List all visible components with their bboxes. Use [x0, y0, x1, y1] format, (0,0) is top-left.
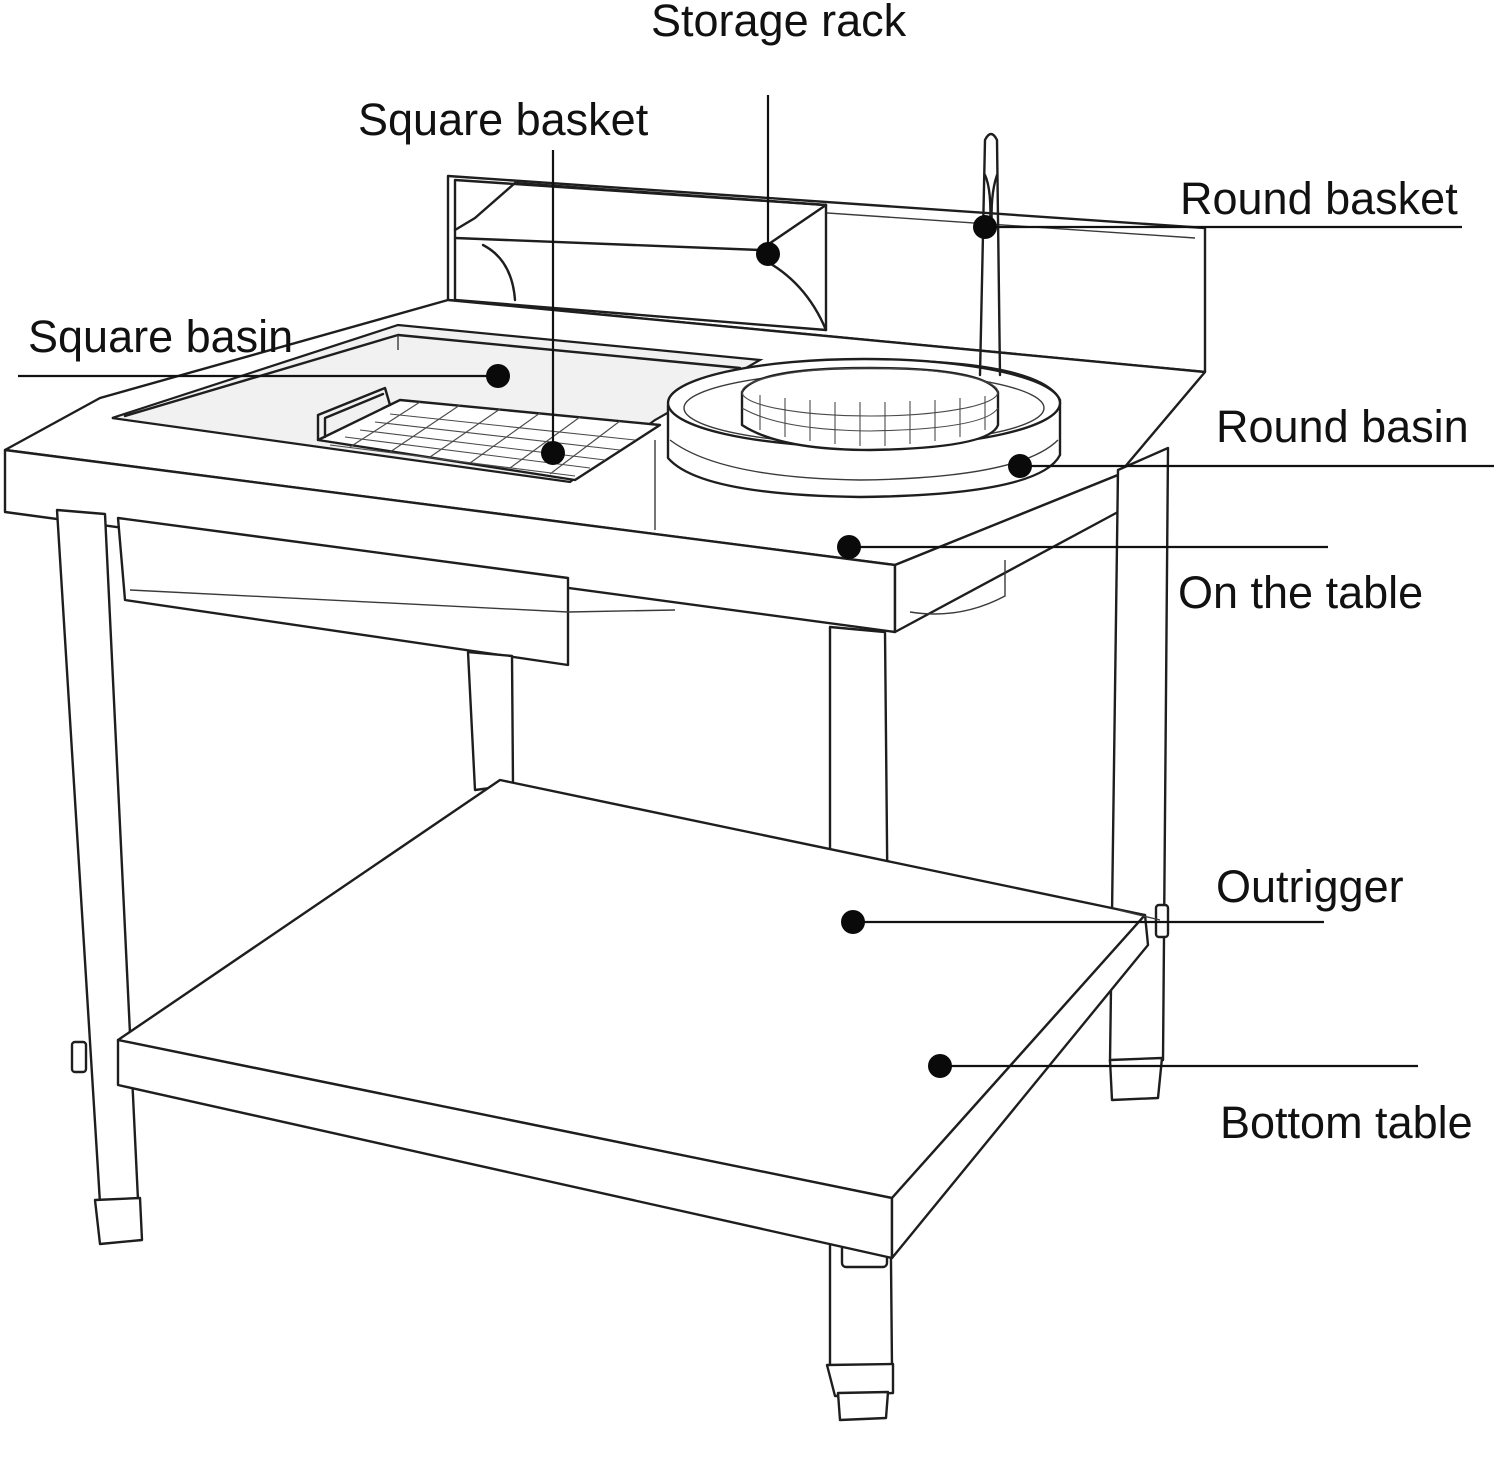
marker-on-the-table: [837, 535, 861, 559]
label-on-the-table: On the table: [1178, 567, 1423, 618]
label-storage-rack: Storage rack: [651, 0, 907, 46]
under-apron: [116, 516, 1006, 667]
label-round-basin: Round basin: [1216, 401, 1469, 452]
marker-round-basin: [1008, 454, 1032, 478]
marker-square-basin: [486, 364, 510, 388]
marker-outrigger: [841, 910, 865, 934]
callouts: [18, 95, 1494, 1078]
square-basket: [316, 386, 662, 482]
label-round-basket: Round basket: [1180, 173, 1458, 224]
marker-storage-rack: [756, 242, 780, 266]
marker-square-basket: [541, 441, 565, 465]
labels: Storage rack Square basket Round basket …: [28, 0, 1473, 1148]
label-outrigger: Outrigger: [1216, 861, 1404, 912]
label-bottom-table: Bottom table: [1220, 1097, 1473, 1148]
round-basket: [740, 132, 1002, 452]
label-square-basin: Square basin: [28, 311, 293, 362]
bottom-shelf: [116, 778, 1161, 1260]
marker-bottom-table: [928, 1054, 952, 1078]
marker-round-basket: [973, 215, 997, 239]
label-square-basket: Square basket: [358, 94, 649, 145]
storage-rack: [453, 178, 828, 332]
